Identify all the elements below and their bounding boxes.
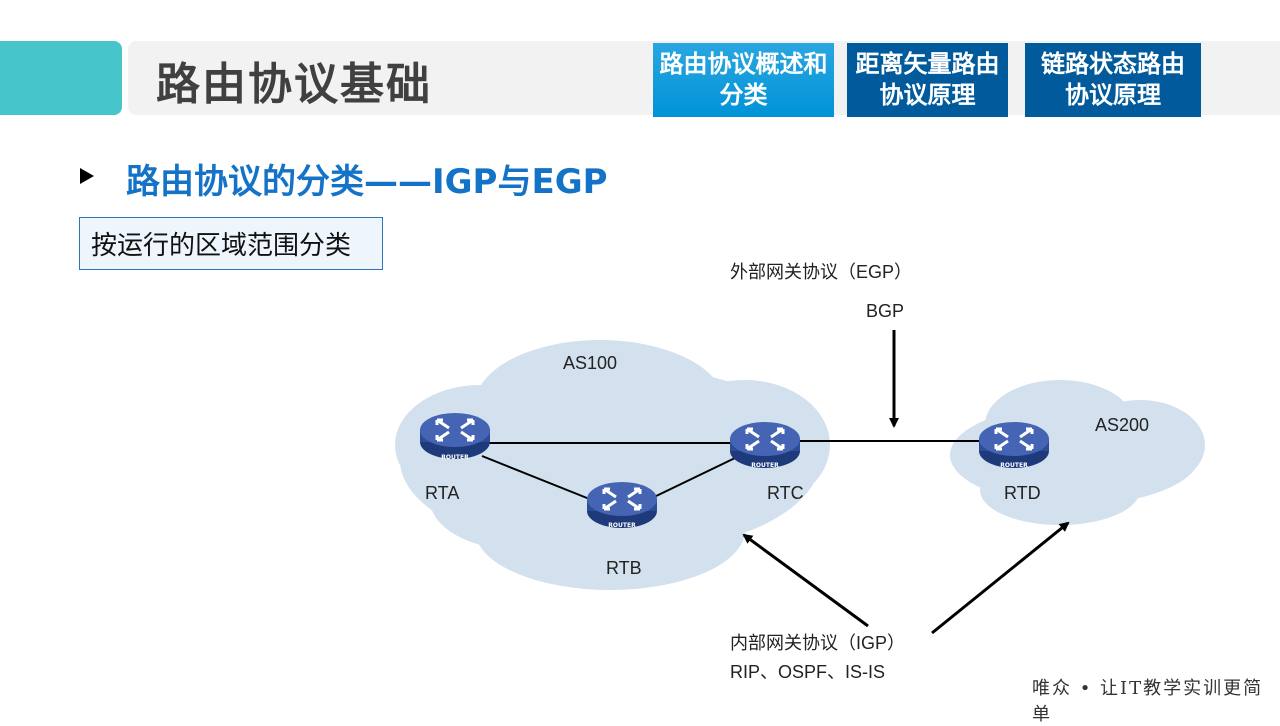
- igp-label: 内部网关协议（IGP）: [730, 633, 905, 653]
- cloud-as200: [950, 380, 1205, 525]
- as100-label: AS100: [563, 353, 617, 373]
- classification-tag: 按运行的区域范围分类: [79, 217, 383, 270]
- router-badge: ROUTER: [1000, 462, 1028, 469]
- nav-tab-link-state[interactable]: 链路状态路由协议原理: [1025, 43, 1201, 117]
- as200-label: AS200: [1095, 415, 1149, 435]
- igp-arrow-as100: [742, 533, 869, 628]
- router-badge: ROUTER: [441, 454, 469, 461]
- link-rta-rtb: [481, 455, 593, 501]
- nav-tab-overview[interactable]: 路由协议概述和分类: [653, 43, 834, 117]
- nav-tab-distance-vector[interactable]: 距离矢量路由协议原理: [847, 43, 1008, 117]
- link-rtb-rtc: [651, 457, 736, 499]
- router-badge: ROUTER: [608, 522, 636, 529]
- section-heading: 路由协议的分类——IGP与EGP: [126, 162, 608, 202]
- rtb-label: RTB: [606, 558, 642, 578]
- router-badge: ROUTER: [751, 462, 779, 469]
- page-title: 路由协议基础: [156, 59, 432, 110]
- bullet-triangle-icon: [80, 168, 94, 184]
- footer-slogan: 唯众 • 让IT教学实训更简单: [1032, 678, 1264, 725]
- rtd-label: RTD: [1004, 483, 1041, 503]
- router-rta-icon: [418, 411, 492, 461]
- header-accent: [0, 41, 122, 115]
- cloud-as100: [395, 340, 830, 590]
- egp-protocol: BGP: [866, 301, 904, 321]
- rta-label: RTA: [425, 483, 459, 503]
- igp-arrow-as200: [931, 521, 1070, 635]
- rtc-label: RTC: [767, 483, 804, 503]
- egp-label: 外部网关协议（EGP）: [730, 262, 912, 282]
- igp-protocols: RIP、OSPF、IS-IS: [730, 662, 885, 682]
